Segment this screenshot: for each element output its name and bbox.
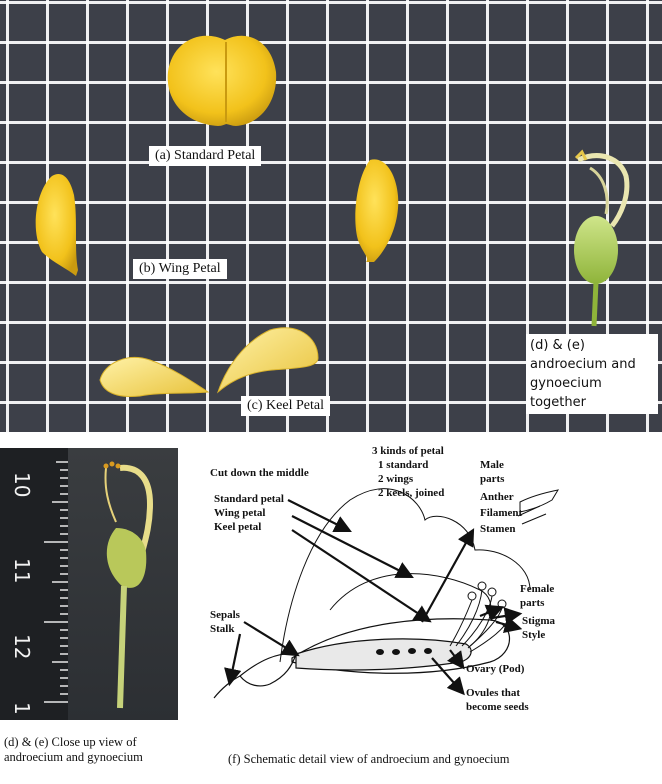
wing-petal-left: [35, 174, 78, 276]
ovules: [376, 648, 432, 655]
keel-petal-left: [99, 356, 210, 397]
label-ovules-1: Ovules that: [466, 687, 520, 699]
label-two-wings: 2 wings: [378, 473, 414, 485]
sepal-outline: [239, 653, 297, 687]
androecium-gynoecium-label: (d) & (e) androecium and gynoecium toget…: [526, 334, 658, 414]
keel-outline: [291, 618, 511, 674]
de-label-line2: androecium and: [530, 357, 636, 372]
ruler-number-11: 11: [10, 558, 34, 584]
label-sepals: Sepals: [210, 609, 241, 621]
de-label-line1: (d) & (e): [530, 338, 585, 353]
closeup-specimen: [103, 461, 154, 709]
schematic-arrows: [224, 499, 523, 696]
label-kinds: 3 kinds of petal: [372, 445, 444, 457]
label-two-keels: 2 keels, joined: [378, 487, 444, 499]
wing-petal-right: [355, 159, 399, 262]
ruler-number-10: 10: [10, 472, 34, 498]
anther-leader-lines: [517, 505, 547, 525]
ruler-number-12: 12: [10, 634, 34, 660]
standard-petal-outline: [279, 488, 531, 663]
label-standard-petal: Standard petal: [214, 493, 284, 505]
standard-petal: [167, 35, 277, 127]
label-cut: Cut down the middle: [210, 467, 309, 479]
wing-petal-outline: [329, 573, 492, 647]
androecium-gynoecium-specimen: [574, 149, 630, 327]
label-filament: Filament: [480, 507, 522, 519]
label-male: Male: [480, 459, 504, 471]
label-male-parts: parts: [480, 473, 505, 485]
label-ovary: Ovary (Pod): [466, 663, 525, 675]
petals-grid-photo: (a) Standard Petal (b) Wing Petal (c) Ke…: [0, 0, 662, 432]
ruler-number-1: 1: [10, 702, 34, 715]
de-label-line4: together: [530, 395, 586, 410]
label-ovules-2: become seeds: [466, 701, 529, 713]
label-keel-petal: Keel petal: [214, 521, 261, 533]
label-female-parts: parts: [520, 597, 545, 609]
label-style: Style: [522, 629, 545, 641]
ovary-outline: [295, 638, 472, 671]
label-stigma: Stigma: [522, 615, 556, 627]
stamen-filaments: [449, 589, 511, 653]
standard-petal-label: (a) Standard Petal: [149, 146, 262, 166]
de-label-line3: gynoecium: [530, 376, 602, 391]
ruler-illustration: [0, 448, 154, 720]
wing-petal-label: (b) Wing Petal: [133, 259, 227, 279]
closeup-ruler-photo: 10 11 12 1: [0, 448, 178, 720]
stalk-outline: [213, 675, 241, 699]
petals-illustration: [35, 35, 630, 397]
keel-petal-right: [216, 327, 319, 394]
closeup-caption: (d) & (e) Close up view of androecium an…: [4, 735, 143, 764]
label-stalk: Stalk: [210, 623, 235, 635]
schematic-caption: (f) Schematic detail view of androecium …: [228, 752, 510, 766]
label-wing-petal: Wing petal: [214, 507, 265, 519]
label-female: Female: [520, 583, 554, 595]
schematic-diagram: Cut down the middle 3 kinds of petal 1 s…: [210, 445, 560, 713]
label-one-standard: 1 standard: [378, 459, 428, 471]
keel-petal-label: (c) Keel Petal: [241, 396, 330, 416]
label-stamen: Stamen: [480, 523, 515, 535]
label-anther: Anther: [480, 491, 514, 503]
anther-drawing: [519, 489, 560, 513]
